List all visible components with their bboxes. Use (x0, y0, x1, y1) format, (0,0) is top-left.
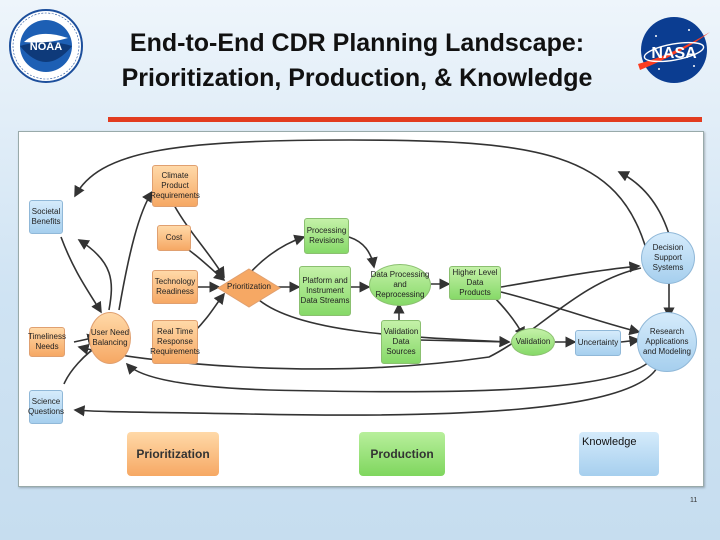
node-prioritization-label: Prioritization (226, 282, 271, 291)
connector (73, 363, 660, 417)
connector (500, 291, 641, 336)
connector (418, 336, 511, 348)
slide-title-line-1: End-to-End CDR Planning Landscape: (129, 29, 585, 57)
nasa-logo-text: NASA (651, 45, 697, 62)
connector (500, 261, 641, 288)
node-decision-support-systems: Decision Support Systems (641, 232, 695, 284)
node-research-applications-modeling: Research Applications and Modeling (637, 312, 697, 372)
noaa-logo-text: NOAA (30, 41, 62, 53)
connector (77, 267, 642, 370)
node-platform-instrument-data-streams-label: Platform and Instrument Data Streams (300, 276, 350, 305)
connector (125, 359, 652, 393)
node-climate-product-requirements-label: Climate Product Requirements (150, 171, 200, 200)
diagram-panel: Societal Benefits Timeliness Needs Scien… (18, 131, 704, 487)
node-validation-data-sources-label: Validation Data Sources (383, 327, 419, 356)
node-prioritization-shape (217, 268, 281, 308)
connector (77, 239, 113, 311)
node-research-applications-modeling-label: Research Applications and Modeling (642, 327, 692, 356)
node-processing-revisions-label: Processing Revisions (306, 226, 347, 245)
connector (60, 236, 102, 314)
legend-knowledge-label: Knowledge (582, 436, 637, 448)
legend-prioritization: Prioritization (127, 432, 219, 476)
connector (620, 335, 641, 347)
connector (74, 139, 648, 253)
legend-production: Production (359, 432, 445, 476)
node-data-processing-reprocessing: Data Processing and Reprocessing (369, 264, 431, 306)
legend-prioritization-label: Prioritization (136, 447, 210, 461)
node-climate-product-requirements: Climate Product Requirements (150, 165, 200, 207)
node-higher-level-data-products: Higher Level Data Products (449, 266, 501, 300)
node-higher-level-data-products-label: Higher Level Data Products (452, 268, 498, 297)
noaa-logo: NOAA (8, 8, 84, 84)
node-data-processing-reprocessing-label: Data Processing and Reprocessing (370, 270, 430, 299)
node-societal-benefits: Societal Benefits (29, 200, 63, 234)
node-cost: Cost (157, 225, 191, 251)
node-uncertainty-label: Uncertainty (577, 338, 619, 347)
nasa-logo: NASA (634, 14, 714, 86)
node-science-questions: Science Questions (28, 390, 65, 424)
connector (248, 234, 306, 275)
node-validation-label: Validation (515, 337, 551, 346)
node-uncertainty: Uncertainty (575, 330, 621, 356)
node-decision-support-systems-label: Decision Support Systems (652, 243, 684, 272)
node-timeliness-needs: Timeliness Needs (28, 327, 66, 357)
slide-title-line-2: Prioritization, Production, & Knowledge (121, 64, 593, 92)
node-science-questions-label: Science Questions (28, 397, 65, 416)
node-real-time-response-requirements-label: Real Time Response Requirements (150, 327, 200, 356)
node-timeliness-needs-label: Timeliness Needs (28, 332, 66, 351)
slide-title: End-to-End CDR Planning Landscape: Prior… (92, 26, 622, 96)
legend-knowledge: Knowledge (579, 432, 659, 476)
node-technology-readiness: Technology Readiness (152, 270, 198, 304)
connector (348, 236, 378, 269)
node-societal-benefits-label: Societal Benefits (31, 207, 61, 226)
node-user-need-balancing-label: User Need Balancing (90, 328, 130, 347)
node-real-time-response-requirements: Real Time Response Requirements (150, 320, 200, 364)
connector (258, 299, 511, 348)
node-validation-data-sources: Validation Data Sources (381, 320, 421, 364)
page-number: 11 (690, 497, 698, 504)
node-technology-readiness-label: Technology Readiness (154, 277, 196, 296)
node-validation: Validation (511, 328, 555, 356)
node-cost-label: Cost (165, 233, 183, 242)
node-platform-instrument-data-streams: Platform and Instrument Data Streams (299, 266, 351, 316)
node-processing-revisions: Processing Revisions (304, 218, 349, 254)
title-divider (108, 117, 702, 122)
node-user-need-balancing: User Need Balancing (89, 312, 131, 364)
connector (118, 190, 153, 311)
legend-production-label: Production (370, 447, 434, 461)
